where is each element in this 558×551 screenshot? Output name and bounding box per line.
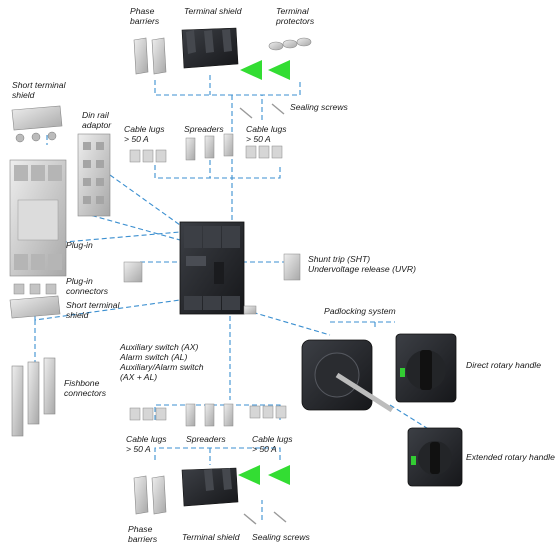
label-sealing-screws-top: Sealing screws [290, 102, 348, 112]
label-line: Terminal shield [182, 532, 240, 542]
terminal-shield-bottom [181, 467, 239, 507]
auxiliary-contact [123, 261, 143, 283]
label-padlocking-system: Padlocking system [324, 306, 396, 316]
label-line: Terminal shield [184, 6, 242, 16]
label-terminal-shield-top: Terminal shield [184, 6, 241, 16]
extended-rotary-handle [407, 427, 463, 487]
green-arrow-icon [238, 60, 290, 485]
label-cable-lugs-bottom-left: Cable lugs> 50 A [126, 434, 167, 454]
label-plug-in: Plug-in [66, 240, 93, 250]
fishbone-connectors [11, 357, 56, 437]
label-cable-lugs-bottom-right: Cable lugs> 50 A [252, 434, 293, 454]
label-line: Din rail [82, 110, 109, 120]
sealing-screws-bottom [243, 511, 287, 525]
label-line: Terminal [276, 6, 309, 16]
label-line: Sealing screws [290, 102, 348, 112]
label-line: Plug-in [66, 276, 93, 286]
cable-lugs-top-left [129, 149, 167, 163]
label-line: > 50 A [124, 134, 149, 144]
label-line: Shunt trip (SHT) [308, 254, 371, 264]
label-line: Cable lugs [126, 434, 167, 444]
label-line: Phase [128, 524, 153, 534]
label-line: Fishbone [64, 378, 100, 388]
circuit-breaker-icon [179, 221, 245, 315]
label-cable-lugs-top-left: Cable lugs> 50 A [124, 124, 165, 144]
din-rail-adaptor [77, 133, 111, 217]
label-line: > 50 A [126, 444, 151, 454]
label-terminal-shield-bottom: Terminal shield [182, 532, 239, 542]
label-cable-lugs-top-right: Cable lugs> 50 A [246, 124, 287, 144]
label-line: Phase [130, 6, 155, 16]
short-terminal-shield-top [11, 105, 63, 143]
label-extended-rotary-handle: Extended rotary handle [466, 452, 555, 462]
label-line: Cable lugs [124, 124, 165, 134]
phase-barriers-bottom [133, 475, 167, 515]
label-direct-rotary-handle: Direct rotary handle [466, 360, 541, 370]
shunt-trip-device [283, 253, 301, 281]
label-line: protectors [276, 16, 315, 26]
spreaders-top [185, 133, 234, 161]
label-line: connectors [66, 286, 109, 296]
label-line: Auxiliary/Alarm switch [120, 362, 204, 372]
direct-rotary-handle [395, 333, 457, 403]
label-spreaders-top: Spreaders [184, 124, 224, 134]
label-line: Short terminal [66, 300, 120, 310]
label-line: Short terminal [12, 80, 66, 90]
terminal-shield-top [181, 27, 239, 69]
label-line: Alarm switch (AL) [120, 352, 188, 362]
rotary-handle-icon [301, 339, 394, 413]
padlock-part [243, 305, 257, 315]
label-auxiliary-switches: Auxiliary switch (AX)Alarm switch (AL)Au… [120, 342, 204, 382]
label-line: barriers [130, 16, 160, 26]
label-line: Plug-in [66, 240, 93, 250]
label-line: Auxiliary switch (AX) [120, 342, 199, 352]
spreaders-bottom [185, 403, 234, 427]
label-line: Padlocking system [324, 306, 396, 316]
label-line: Spreaders [186, 434, 226, 444]
short-terminal-shield-bottom [9, 295, 61, 319]
label-line: Cable lugs [246, 124, 287, 134]
cable-lugs-top-right [245, 145, 283, 159]
label-line: (AX + AL) [120, 372, 158, 382]
label-line: Cable lugs [252, 434, 293, 444]
terminal-protectors [268, 37, 312, 51]
label-line: connectors [64, 388, 107, 398]
label-line: adaptor [82, 120, 112, 130]
label-line: Sealing screws [252, 532, 310, 542]
label-line: shield [66, 310, 89, 320]
label-line: Direct rotary handle [466, 360, 541, 370]
label-line: barriers [128, 534, 158, 544]
label-shunt-trip: Shunt trip (SHT)Undervoltage release (UV… [308, 254, 416, 274]
label-line: Extended rotary handle [466, 452, 555, 462]
cable-lugs-bottom-left [129, 407, 167, 421]
label-line: Undervoltage release (UVR) [308, 264, 416, 274]
plug-in-base [9, 159, 67, 277]
plug-in-connectors [13, 283, 57, 295]
sealing-screws-top [239, 103, 285, 119]
label-line: > 50 A [252, 444, 277, 454]
label-line: > 50 A [246, 134, 271, 144]
label-spreaders-bottom: Spreaders [186, 434, 226, 444]
label-line: shield [12, 90, 35, 100]
phase-barriers-top [133, 37, 167, 75]
cable-lugs-bottom-right [249, 405, 287, 419]
label-line: Spreaders [184, 124, 224, 134]
label-sealing-screws-bottom: Sealing screws [252, 532, 310, 542]
